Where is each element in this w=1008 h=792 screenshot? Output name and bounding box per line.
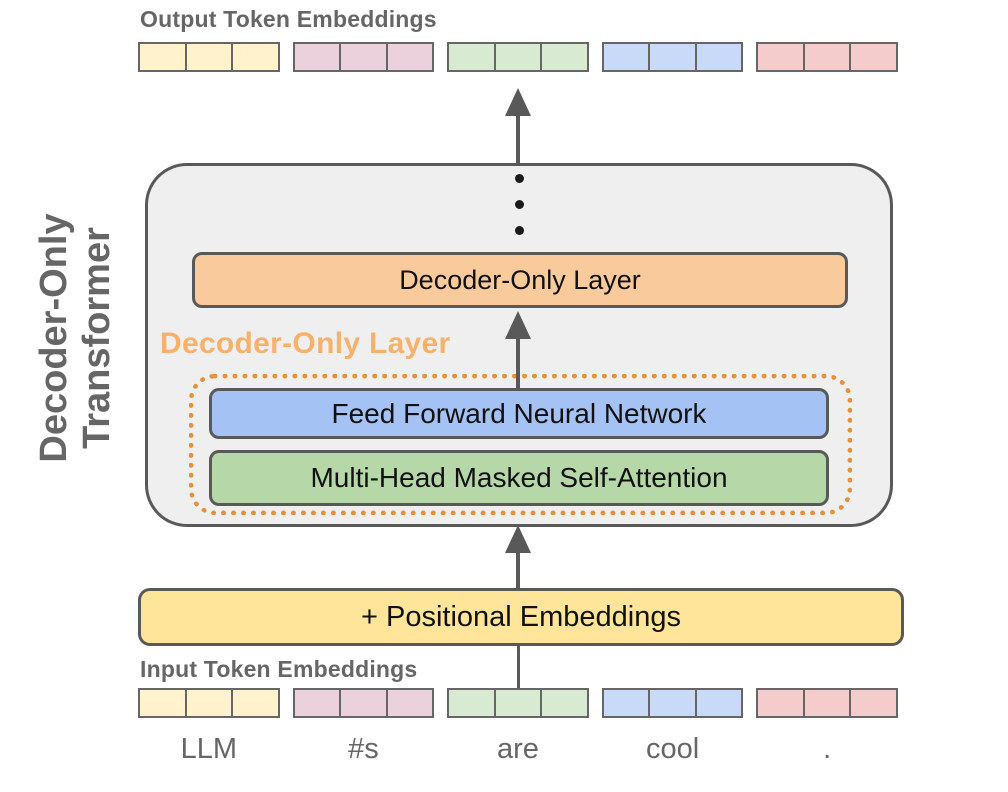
arrow-up-to-transformer-shaft — [516, 551, 520, 589]
embedding-cell — [849, 688, 898, 718]
embedding-cell — [756, 688, 805, 718]
side-label-line2: Transformer — [76, 227, 118, 449]
token-embedding — [138, 688, 280, 718]
side-label-line1: Decoder-Only — [33, 213, 76, 463]
embedding-cell — [184, 688, 234, 718]
decoder-only-layer-box-label: Decoder-Only Layer — [399, 264, 641, 295]
ellipsis-dot-icon — [515, 200, 524, 209]
token-word: LLM — [180, 733, 237, 765]
decoder-only-transformer-title: Decoder-Only Transformer — [33, 213, 119, 462]
arrow-up-to-transformer-icon — [505, 525, 531, 553]
embedding-cell — [849, 42, 898, 72]
embedding-cell — [601, 42, 651, 72]
token-embedding — [756, 42, 898, 72]
embedding-cell — [756, 42, 805, 72]
decoder-only-layer-box: Decoder-Only Layer — [192, 252, 848, 308]
embedding-cell — [601, 688, 651, 718]
embedding-cell — [292, 42, 342, 72]
embedding-cell — [447, 42, 496, 72]
embedding-cell — [385, 42, 435, 72]
embedding-cell — [231, 688, 280, 718]
embedding-cell — [648, 688, 697, 718]
embedding-cell — [802, 42, 852, 72]
positional-embeddings-label: + Positional Embeddings — [360, 600, 681, 633]
positional-embeddings-box: + Positional Embeddings — [138, 588, 904, 646]
output-embeddings-label: Output Token Embeddings — [140, 6, 437, 32]
embedding-cell — [339, 42, 388, 72]
arrow-up-to-output-icon — [505, 88, 531, 116]
token-word-row: LLM #s are cool. — [138, 733, 898, 766]
token-embedding — [447, 688, 589, 718]
feed-forward-box: Feed Forward Neural Network — [209, 388, 829, 439]
input-to-positional-line — [517, 645, 520, 689]
masked-self-attention-box: Multi-Head Masked Self-Attention — [209, 450, 829, 506]
embedding-cell — [493, 42, 543, 72]
embedding-cell — [292, 688, 342, 718]
token-word: are — [497, 733, 539, 765]
embedding-cell — [540, 42, 589, 72]
token-word: #s — [348, 733, 379, 765]
token-embedding — [138, 42, 280, 72]
token-embedding — [447, 42, 589, 72]
arrow-up-to-decoder-layer-icon — [505, 311, 531, 339]
token-embedding — [292, 688, 435, 718]
embedding-cell — [694, 688, 744, 718]
arrow-up-to-output-shaft — [516, 114, 520, 164]
token-embedding — [756, 688, 898, 718]
arrow-up-to-decoder-layer-shaft — [516, 337, 520, 389]
token-embedding — [601, 42, 744, 72]
ellipsis-dot-icon — [515, 174, 524, 183]
embedding-cell — [493, 688, 543, 718]
input-token-row — [138, 688, 898, 718]
embedding-cell — [648, 42, 697, 72]
output-token-row — [138, 42, 898, 72]
embedding-cell — [339, 688, 388, 718]
feed-forward-label: Feed Forward Neural Network — [331, 397, 707, 429]
decoder-only-layer-callout-label: Decoder-Only Layer — [160, 327, 451, 360]
token-embedding — [601, 688, 744, 718]
embedding-cell — [540, 688, 589, 718]
token-word: cool — [645, 733, 700, 765]
masked-self-attention-label: Multi-Head Masked Self-Attention — [310, 462, 728, 493]
embedding-cell — [184, 42, 234, 72]
embedding-cell — [447, 688, 496, 718]
embedding-cell — [138, 42, 187, 72]
token-embedding — [292, 42, 435, 72]
input-embeddings-label: Input Token Embeddings — [140, 656, 418, 682]
decoder-layer-dotted-outline — [189, 374, 852, 515]
token-word: . — [823, 733, 832, 765]
embedding-cell — [802, 688, 852, 718]
embedding-cell — [694, 42, 744, 72]
embedding-cell — [385, 688, 435, 718]
ellipsis-dot-icon — [515, 226, 524, 235]
embedding-cell — [138, 688, 187, 718]
embedding-cell — [231, 42, 280, 72]
